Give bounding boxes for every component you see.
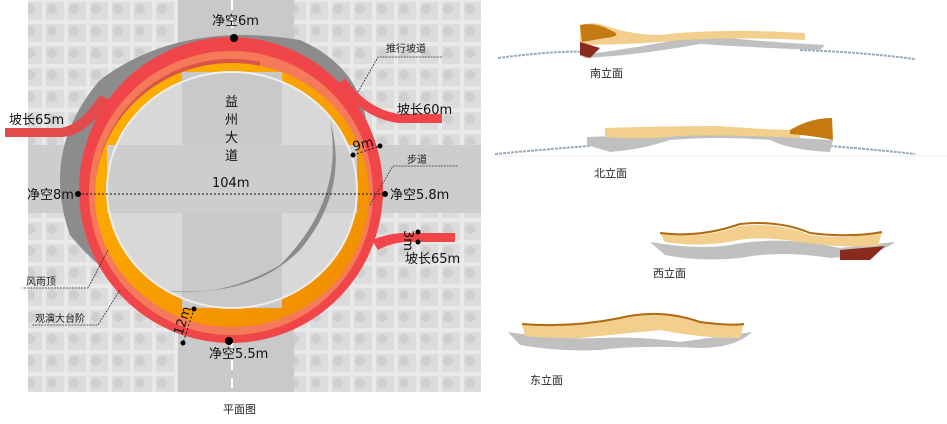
ramp-northeast [338,78,442,123]
elevation-west: 西立面 [650,222,895,280]
svg-text:益: 益 [225,95,238,110]
site-plan [5,0,481,392]
elevation-north: 北立面 [494,118,947,180]
elevation-south-label: 南立面 [590,66,623,80]
ramp-west [5,95,110,137]
clear-height-west: 净空8m [27,188,74,203]
elevation-north-label: 北立面 [594,166,627,180]
svg-text:大: 大 [225,131,238,146]
ramp-southeast [372,232,455,250]
ramp-length-northeast: 坡长60m [397,103,452,118]
ramp-length-west: 坡长65m [9,113,64,128]
width-3m: 3m [400,230,415,251]
svg-text:道: 道 [225,149,238,164]
clear-height-bottom: 净空5.5m [209,347,268,362]
road-name: 益 州 大 道 [225,95,238,164]
callout-leaders [22,56,458,326]
elevation-west-label: 西立面 [653,266,686,280]
width-9m: 9m [351,135,375,155]
clear-height-east: 净空5.8m [390,188,449,203]
elevation-east: 东立面 [508,312,752,387]
dimension-dots [75,34,421,346]
plan-caption: 平面图 [223,403,256,416]
elevation-south: 南立面 [497,23,916,80]
clear-height-top: 净空6m [212,14,259,29]
callout-walkway: 步道 [407,153,427,166]
diameter-label: 104m [212,176,249,191]
callout-canopy: 风雨顶 [26,276,56,288]
ramp-length-southeast: 坡长65m [405,252,460,267]
elevation-east-label: 东立面 [530,373,563,387]
callout-grand-steps: 观演大台阶 [35,312,85,325]
svg-text:州: 州 [225,113,238,128]
callout-push-ramp: 推行坡道 [386,42,426,55]
